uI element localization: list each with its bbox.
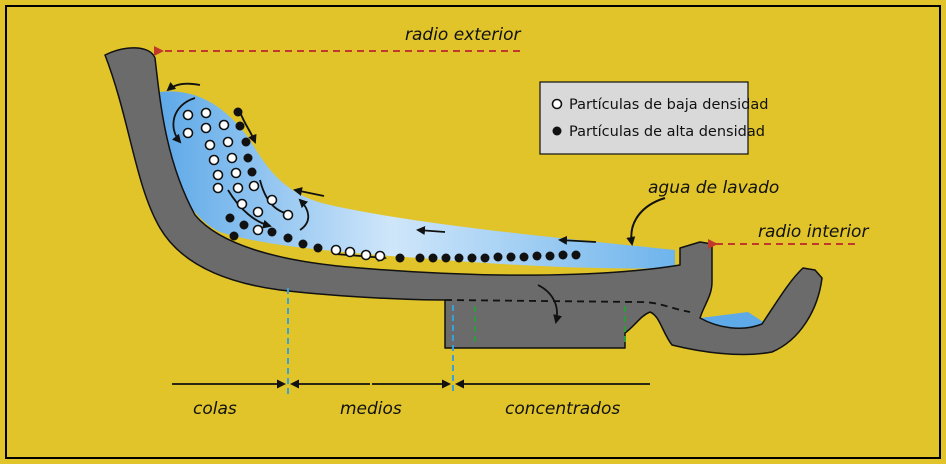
radio-interior-label: radio interior <box>758 222 869 242</box>
legend-high-density-marker <box>552 126 562 136</box>
agua-de-lavado-arrow <box>626 197 666 246</box>
legend-high-density-label: Partículas de alta densidad <box>569 124 765 140</box>
radio-exterior-label: radio exterior <box>405 25 521 45</box>
legend-low-density-label: Partículas de baja densidad <box>569 97 768 113</box>
concentrados-label: concentrados <box>505 399 620 419</box>
colas-label: colas <box>193 399 237 419</box>
medios-label: medios <box>340 399 402 419</box>
legend-box <box>539 81 749 155</box>
curved-flow-arrow <box>537 284 562 324</box>
bowl-body <box>104 47 823 356</box>
agua-de-lavado-label: agua de lavado <box>648 178 779 198</box>
high-density-particles <box>225 107 581 263</box>
low-density-particles <box>182 107 386 262</box>
outer-frame <box>5 5 941 459</box>
internal-channel <box>444 299 691 313</box>
legend-low-density-marker <box>551 98 563 110</box>
water-layer <box>160 91 675 269</box>
